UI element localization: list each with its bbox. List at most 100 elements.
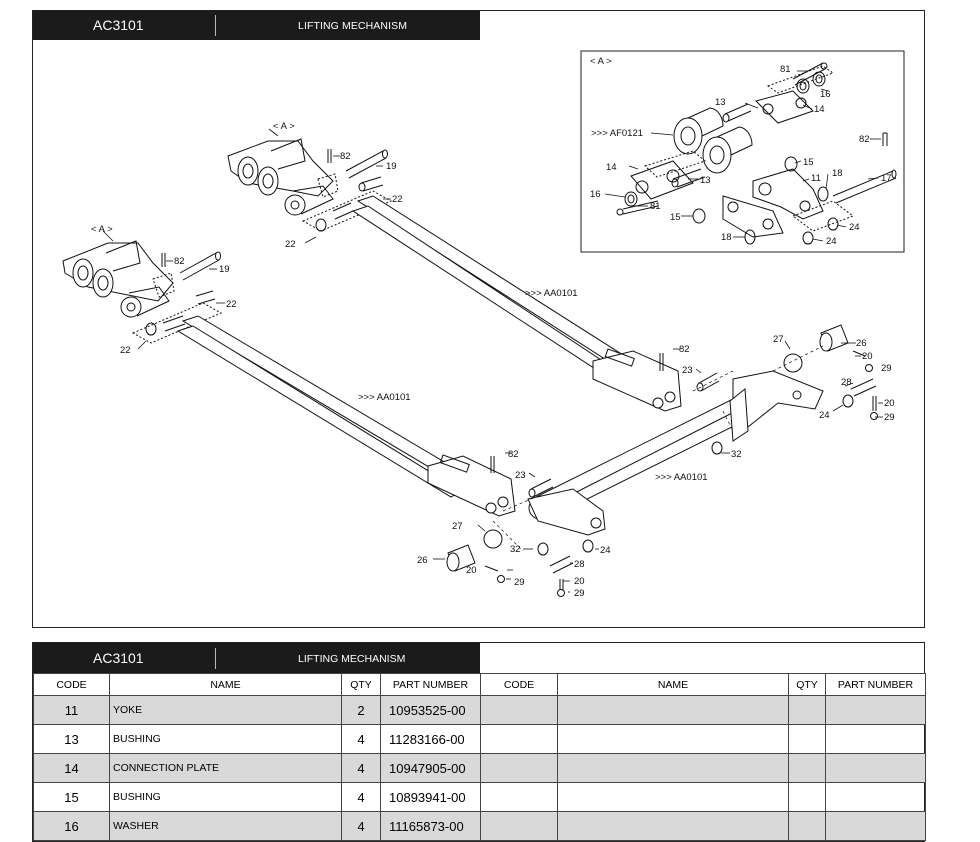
row-qty: 2 (341, 695, 381, 725)
label-32: 32 (510, 544, 521, 555)
label-17: 17 (881, 173, 892, 184)
row-name: WASHER (109, 811, 342, 841)
label-22: 22 (120, 345, 131, 356)
row-part-number: 10947905-00 (380, 753, 481, 783)
label-20: 20 (862, 351, 873, 362)
label-24: 24 (849, 222, 860, 233)
label-15: 15 (803, 157, 814, 168)
part-labels: < A > 81 16 14 13 >>> AF0121 14 16 81 13… (91, 56, 895, 599)
row-part-number: 10953525-00 (380, 695, 481, 725)
label-22: 22 (226, 299, 237, 310)
label-28: 28 (574, 559, 585, 570)
parts-list-table: AC3101 LIFTING MECHANISM CODE NAME QTY P… (32, 642, 926, 842)
label-29: 29 (514, 577, 525, 588)
label-22: 22 (285, 239, 296, 250)
table-row: 11 YOKE 2 10953525-00 (33, 695, 926, 725)
label-20: 20 (884, 398, 895, 409)
lifting-arms (176, 195, 682, 517)
label-23: 23 (682, 365, 693, 376)
row-part-number: 10893941-00 (380, 782, 481, 812)
label-14: 14 (606, 162, 617, 173)
parts-diagram-panel: AC3101 LIFTING MECHANISM (32, 10, 925, 628)
table-row: 14 CONNECTION PLATE 4 10947905-00 (33, 753, 926, 783)
label-29: 29 (881, 363, 892, 374)
label-18: 18 (832, 168, 843, 179)
table-header-bar: AC3101 LIFTING MECHANISM (33, 643, 480, 673)
ref-aa0101-right: >>> AA0101 (655, 472, 708, 483)
label-29: 29 (574, 588, 585, 599)
ref-af0121: >>> AF0121 (591, 128, 643, 139)
row-code: 11 (33, 695, 110, 725)
label-82: 82 (859, 134, 870, 145)
upper-yoke-assembly (227, 138, 393, 232)
label-23: 23 (515, 470, 526, 481)
label-18: 18 (721, 232, 732, 243)
label-15: 15 (670, 212, 681, 223)
ref-aa0101-left: >>> AA0101 (358, 392, 411, 403)
row-code: 13 (33, 724, 110, 754)
diagram-leader-lines (102, 128, 883, 593)
label-28: 28 (841, 377, 852, 388)
label-26: 26 (417, 555, 428, 566)
col-part-number: PART NUMBER (380, 673, 481, 696)
label-24: 24 (600, 545, 611, 556)
table-code: AC3101 (93, 650, 144, 666)
table-title: LIFTING MECHANISM (298, 653, 406, 665)
row-code: 16 (33, 811, 110, 841)
label-32: 32 (731, 449, 742, 460)
table-row: 16 WASHER 4 11165873-00 (33, 811, 926, 841)
ref-aa0101-mid: >>> AA0101 (525, 288, 578, 299)
label-24: 24 (819, 410, 830, 421)
inset-detail-box (580, 50, 905, 253)
label-81: 81 (650, 201, 661, 212)
label-24: 24 (826, 236, 837, 247)
row-part-number: 11165873-00 (380, 811, 481, 841)
row-qty: 4 (341, 782, 381, 812)
diagram-title: LIFTING MECHANISM (298, 20, 408, 32)
label-26: 26 (856, 338, 867, 349)
diagram-header: AC3101 LIFTING MECHANISM (33, 11, 480, 40)
label-19: 19 (386, 161, 397, 172)
label-20: 20 (466, 565, 477, 576)
col-code: CODE (33, 673, 110, 696)
row-name: YOKE (109, 695, 342, 725)
row-name: BUSHING (109, 724, 342, 754)
row-name: CONNECTION PLATE (109, 753, 342, 783)
inset-yoke-assembly (616, 62, 897, 245)
label-82: 82 (340, 151, 351, 162)
label-27: 27 (452, 521, 463, 532)
label-82: 82 (679, 344, 690, 355)
label-82: 82 (508, 449, 519, 460)
label-16: 16 (820, 89, 831, 100)
label-22: 22 (392, 194, 403, 205)
parts-table: CODE NAME QTY PART NUMBER CODE NAME QTY … (33, 673, 926, 841)
table-row: 15 BUSHING 4 10893941-00 (33, 782, 926, 812)
table-column-headers: CODE NAME QTY PART NUMBER CODE NAME QTY … (33, 673, 926, 696)
header-divider (215, 15, 216, 36)
label-14: 14 (814, 104, 825, 115)
label-13: 13 (715, 97, 726, 108)
label-11: 11 (811, 173, 821, 184)
col-part-number-right: PART NUMBER (825, 673, 926, 696)
row-code: 14 (33, 753, 110, 783)
label-16: 16 (590, 189, 601, 200)
header-divider (215, 648, 216, 669)
col-name: NAME (109, 673, 342, 696)
assembly-guide-lines (492, 345, 824, 552)
row-qty: 4 (341, 811, 381, 841)
label-13: 13 (700, 175, 711, 186)
row-code: 15 (33, 782, 110, 812)
table-row: 13 BUSHING 4 11283166-00 (33, 724, 926, 754)
label-81: 81 (780, 64, 791, 75)
col-code-right: CODE (480, 673, 558, 696)
diagram-code: AC3101 (93, 17, 144, 33)
inset-leader-lines (604, 70, 881, 242)
inset-title: < A > (590, 56, 612, 67)
left-yoke-assembly (62, 240, 223, 344)
row-qty: 4 (341, 724, 381, 754)
label-29: 29 (884, 412, 895, 423)
col-qty-right: QTY (788, 673, 826, 696)
label-20: 20 (574, 576, 585, 587)
label-82: 82 (174, 256, 185, 267)
row-part-number: 11283166-00 (380, 724, 481, 754)
